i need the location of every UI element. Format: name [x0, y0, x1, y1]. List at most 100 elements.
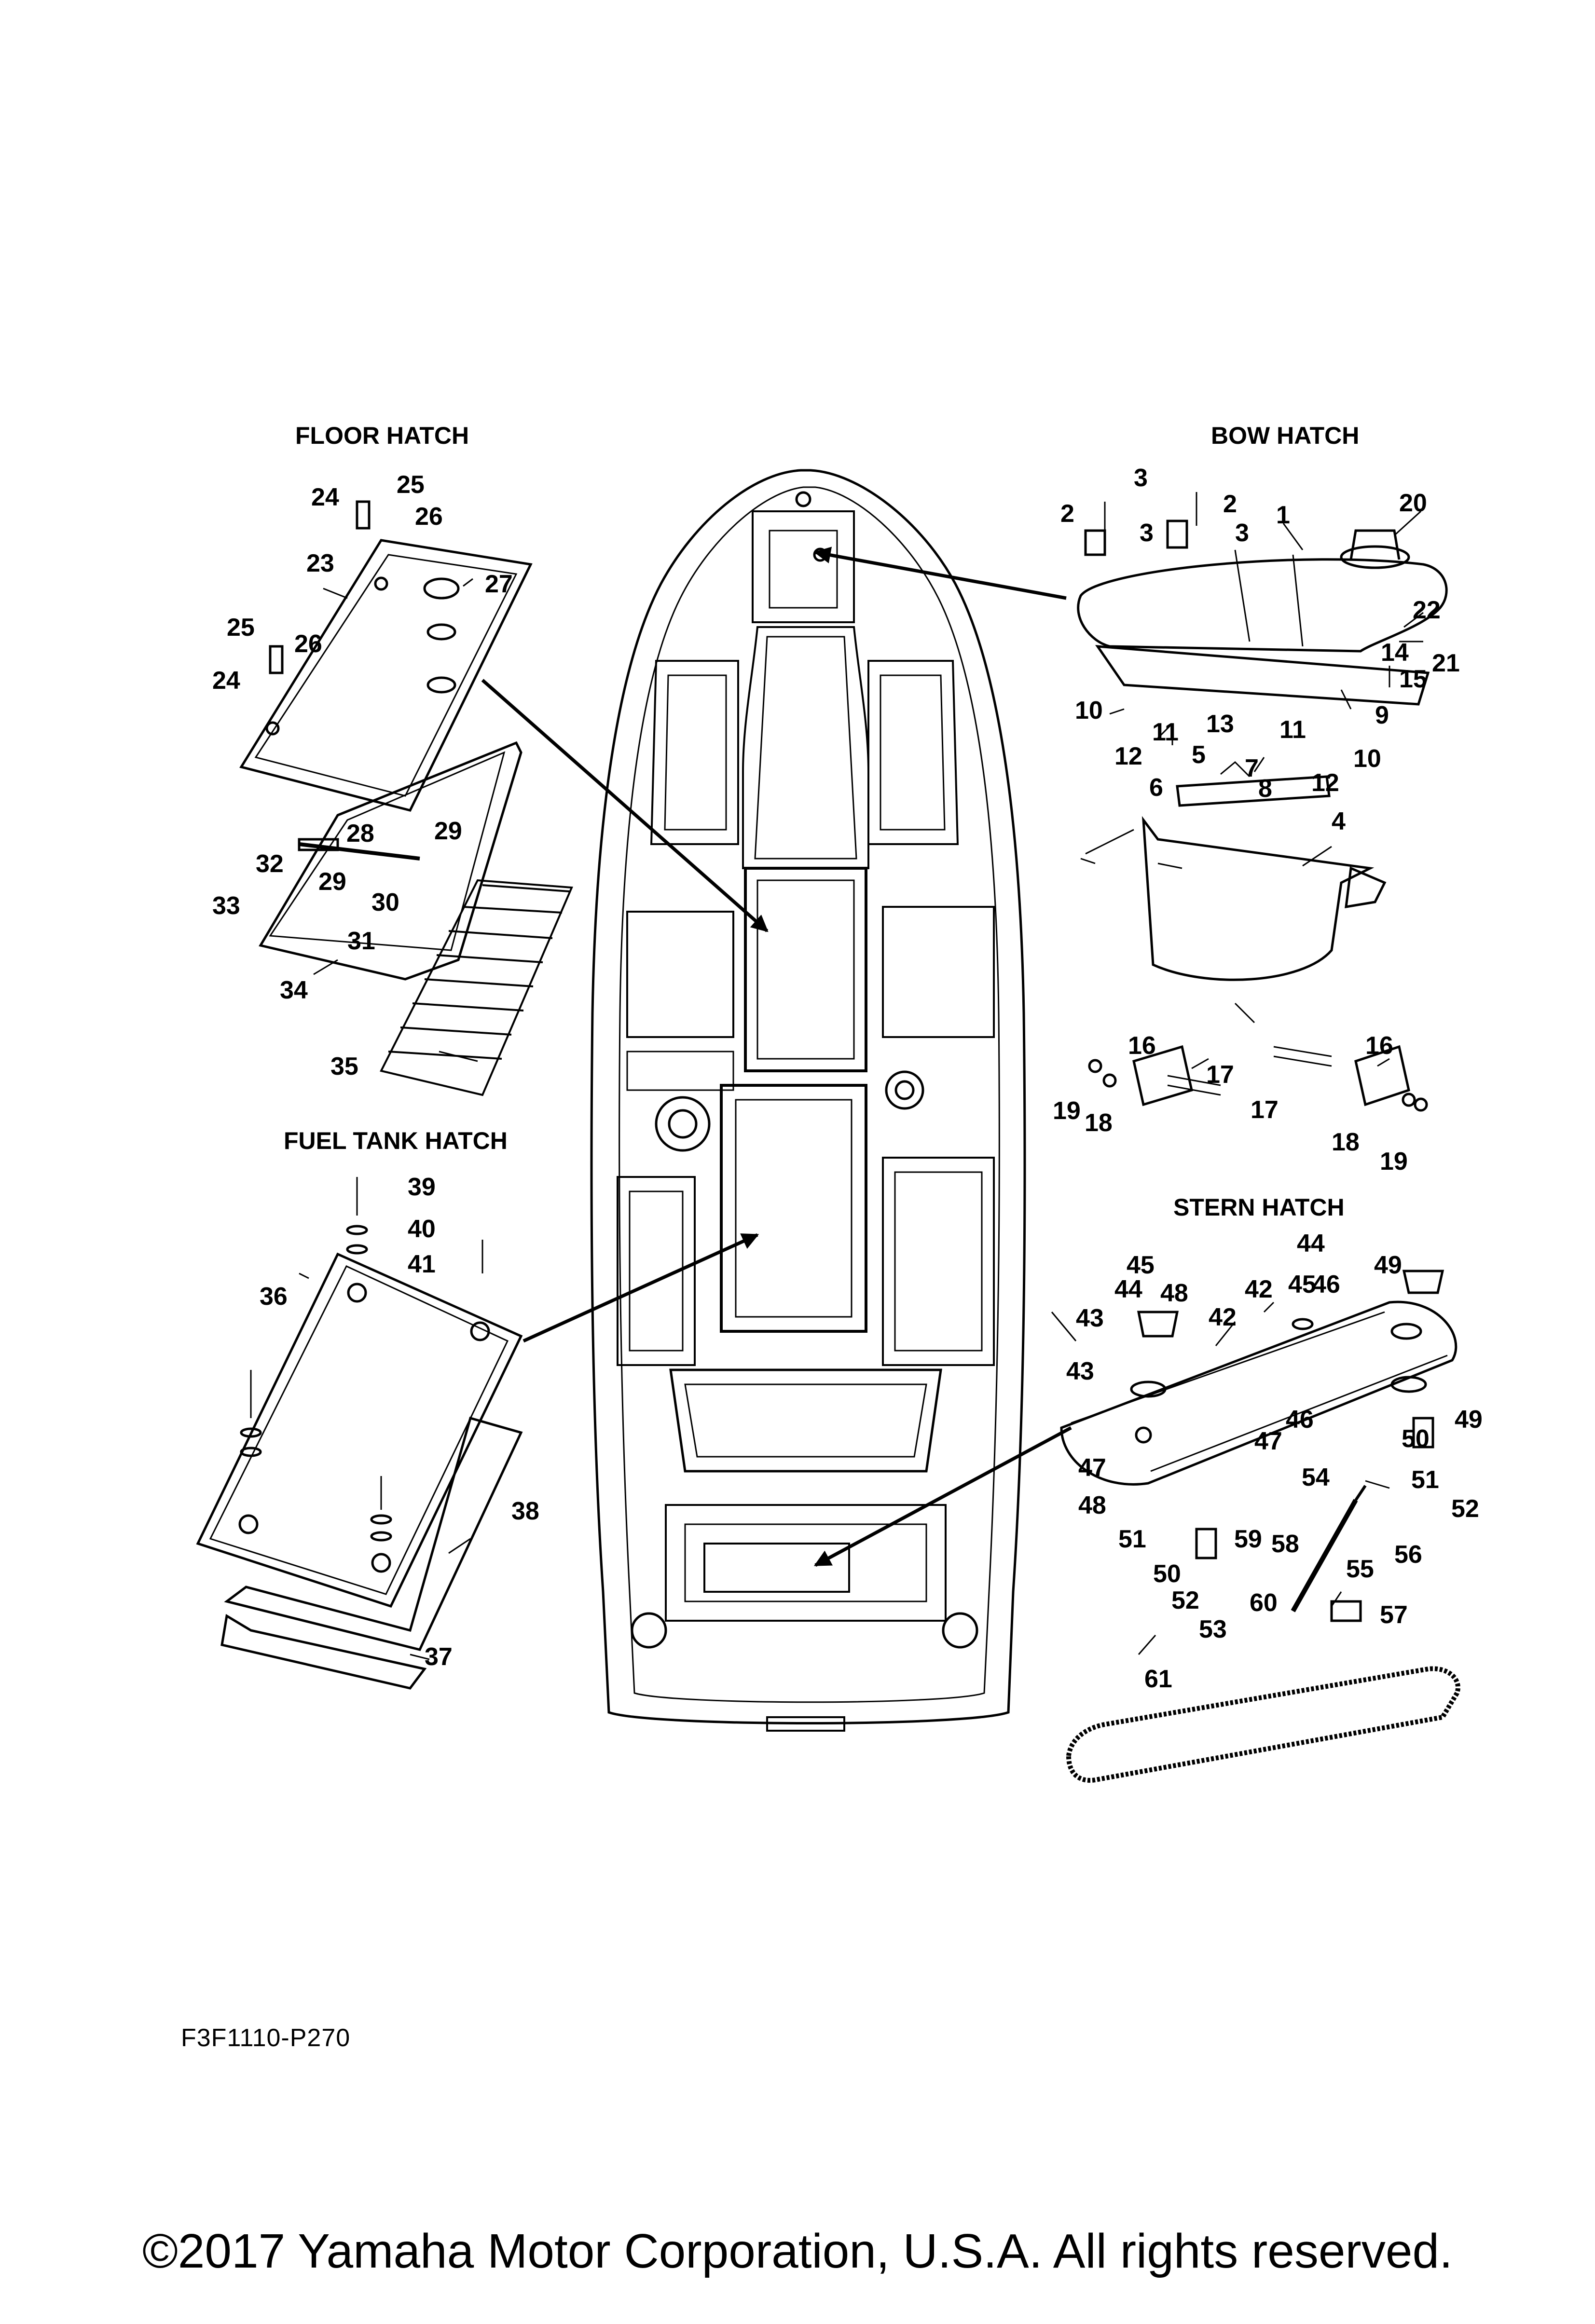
callout: 7	[1245, 754, 1259, 782]
callout: 43	[1076, 1304, 1104, 1332]
callout: 51	[1118, 1525, 1146, 1553]
callout: 33	[212, 892, 240, 920]
callout: 3	[1140, 519, 1154, 547]
callout: 39	[408, 1173, 436, 1201]
callout: 29	[318, 868, 346, 896]
fuel-tank-hatch-assembly	[196, 1177, 523, 1690]
floor-hatch-assembly	[239, 500, 533, 981]
callout: 2	[1223, 490, 1237, 518]
callout: 47	[1078, 1454, 1106, 1482]
callout: 49	[1374, 1251, 1402, 1279]
section-title-stern-hatch: STERN HATCH	[1173, 1194, 1345, 1221]
callout: 45	[1288, 1271, 1316, 1299]
callout: 19	[1380, 1148, 1408, 1176]
callout: 16	[1128, 1032, 1156, 1060]
callout: 5	[1192, 741, 1206, 769]
callout: 46	[1286, 1406, 1314, 1434]
section-title-floor-hatch: FLOOR HATCH	[295, 422, 469, 449]
leader-lines	[299, 510, 1424, 1660]
copyright-notice: ©2017 Yamaha Motor Corporation, U.S.A. A…	[142, 2224, 1453, 2278]
callout: 2	[1060, 500, 1074, 528]
callout: 38	[511, 1497, 539, 1525]
callout: 48	[1160, 1279, 1188, 1307]
callout: 13	[1206, 710, 1234, 738]
callout: 8	[1258, 775, 1272, 803]
callout: 25	[397, 471, 425, 499]
bow-hatch-arrow	[813, 547, 1067, 600]
callout: 46	[1312, 1271, 1340, 1299]
callout: 36	[260, 1283, 288, 1311]
callout: 52	[1171, 1586, 1199, 1614]
callout: 49	[1455, 1406, 1483, 1434]
callout: 44	[1297, 1230, 1325, 1258]
callout: 52	[1451, 1495, 1479, 1523]
callout: 54	[1302, 1463, 1330, 1491]
floor-hatch-arrow	[481, 679, 769, 932]
callout: 16	[1365, 1032, 1393, 1060]
callout: 12	[1114, 742, 1142, 770]
callout: 61	[1144, 1665, 1172, 1693]
callout: 4	[1332, 807, 1346, 835]
callout: 51	[1411, 1466, 1439, 1494]
callout-numbers: 1 2 2 3 3 3 4 5 6 7 8 9 10 10 11 11 12 1…	[212, 464, 1483, 1693]
stern-hatch-gasket	[1066, 1666, 1460, 1783]
callout: 29	[434, 817, 462, 845]
callout: 12	[1311, 769, 1339, 797]
callout: 31	[347, 927, 375, 955]
callout: 35	[330, 1053, 358, 1080]
bow-hatch-assembly	[1077, 492, 1448, 1112]
callout: 50	[1402, 1425, 1430, 1453]
section-title-fuel-tank-hatch: FUEL TANK HATCH	[284, 1127, 508, 1154]
callout: 58	[1271, 1530, 1299, 1558]
callout: 56	[1394, 1541, 1422, 1569]
callout: 26	[415, 503, 443, 531]
callout: 48	[1078, 1491, 1106, 1519]
callout: 59	[1234, 1525, 1262, 1553]
callout: 10	[1353, 745, 1381, 773]
callout: 3	[1134, 464, 1148, 492]
callout: 30	[371, 889, 399, 916]
callout: 11	[1279, 716, 1306, 744]
callout: 28	[346, 820, 374, 848]
callout: 45	[1127, 1251, 1155, 1279]
callout: 18	[1332, 1128, 1360, 1156]
figure-code: F3F1110-P270	[181, 2024, 351, 2052]
callout: 47	[1254, 1427, 1282, 1455]
callout: 60	[1250, 1589, 1278, 1617]
non-skid-mat	[380, 879, 573, 1096]
callout: 57	[1380, 1601, 1408, 1629]
callout: 32	[256, 850, 284, 878]
callout: 19	[1053, 1097, 1081, 1125]
callout: 27	[485, 570, 513, 598]
callout: 3	[1235, 519, 1249, 547]
callout: 55	[1346, 1555, 1374, 1583]
callout: 23	[306, 549, 334, 577]
callout: 37	[425, 1643, 453, 1671]
callout: 1	[1276, 501, 1290, 529]
callout: 22	[1413, 596, 1441, 624]
callout: 25	[227, 614, 255, 642]
boat-hull	[590, 469, 1026, 1732]
callout: 10	[1075, 697, 1103, 725]
callout: 42	[1245, 1275, 1273, 1303]
callout: 53	[1199, 1615, 1227, 1643]
callout: 14	[1381, 639, 1409, 667]
callout: 20	[1399, 489, 1427, 517]
callout: 43	[1066, 1357, 1094, 1385]
callout: 26	[294, 630, 322, 658]
callout: 41	[408, 1250, 436, 1278]
stern-hatch-arrow	[813, 1426, 1072, 1567]
callout: 44	[1114, 1275, 1142, 1303]
callout: 17	[1251, 1096, 1279, 1124]
callout: 21	[1432, 649, 1460, 677]
callout: 6	[1149, 774, 1163, 802]
callout: 18	[1085, 1109, 1113, 1137]
callout: 40	[408, 1215, 436, 1243]
section-title-bow-hatch: BOW HATCH	[1211, 422, 1359, 449]
callout: 24	[311, 483, 339, 511]
callout: 9	[1375, 701, 1389, 729]
callout: 17	[1206, 1061, 1234, 1089]
callout: 11	[1152, 718, 1179, 746]
callout: 50	[1153, 1560, 1181, 1588]
